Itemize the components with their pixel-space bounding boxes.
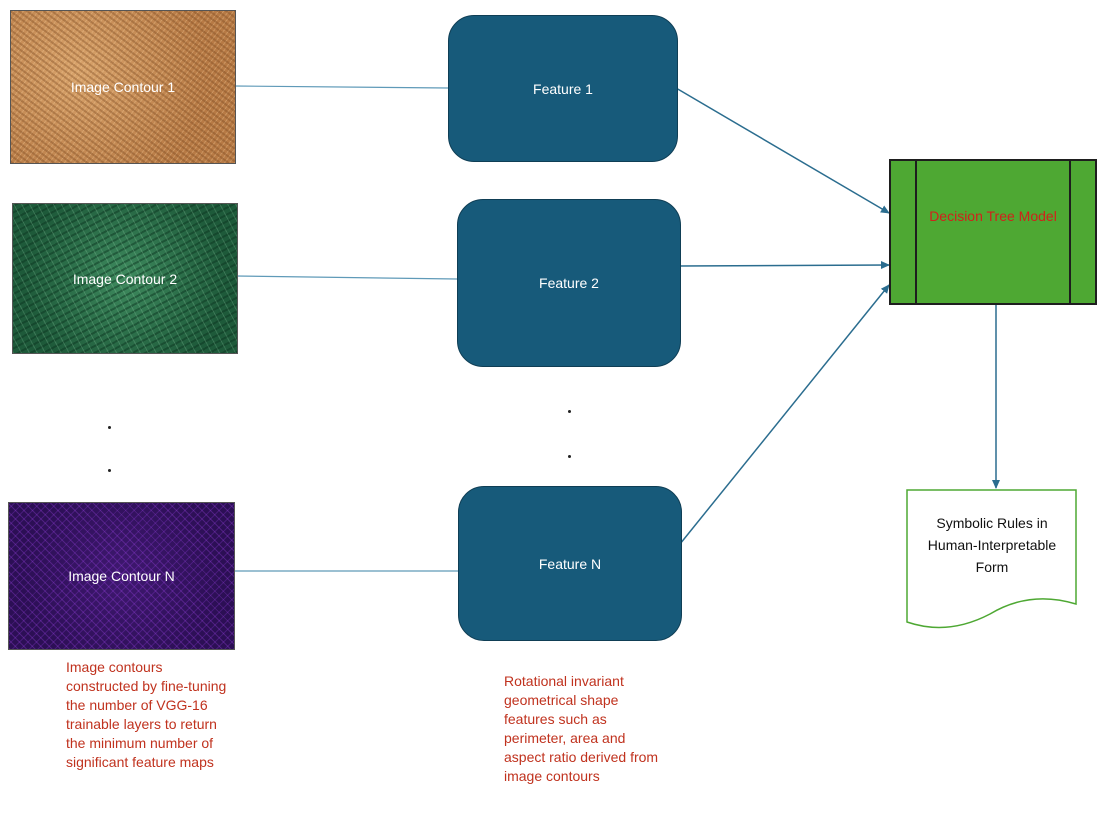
symbolic-rules-label: Symbolic Rules in Human-Interpretable Fo… <box>927 515 1057 575</box>
image-contour-2: Image Contour 2 <box>12 203 238 354</box>
contours-caption: Image contours constructed by fine-tunin… <box>66 659 227 770</box>
rules-document-shape <box>906 489 1077 629</box>
feature-ellipsis-dot-2 <box>568 455 571 458</box>
decision-tree-right-bar <box>1069 161 1071 303</box>
arrow-feature-n-to-model <box>679 284 890 545</box>
feature-1-label: Feature 1 <box>533 80 593 97</box>
connector-contour-1-to-feature-1 <box>233 85 449 89</box>
decision-tree-model-box: Decision Tree Model <box>889 159 1097 305</box>
feature-2-label: Feature 2 <box>539 275 599 291</box>
connector-contour-2-to-feature-2 <box>235 275 458 280</box>
contour-ellipsis-dot-2 <box>108 469 111 472</box>
image-contour-2-label: Image Contour 2 <box>72 270 178 287</box>
contour-ellipsis-dot-1 <box>108 426 111 429</box>
decision-tree-model-label: Decision Tree Model <box>929 208 1057 224</box>
image-contour-n-label: Image Contour N <box>68 568 175 584</box>
image-contour-1-label: Image Contour 1 <box>70 79 176 95</box>
feature-2-box: Feature 2 <box>457 199 681 367</box>
image-contour-1: Image Contour 1 <box>10 10 236 164</box>
arrow-feature-2-to-model <box>678 261 890 270</box>
image-contour-n: Image Contour N <box>8 502 235 650</box>
feature-n-box: Feature N <box>458 486 682 641</box>
feature-ellipsis-dot-1 <box>568 410 571 413</box>
arrow-feature-1-to-model <box>675 87 890 214</box>
decision-tree-left-bar <box>915 161 917 303</box>
feature-1-box: Feature 1 <box>448 15 678 162</box>
features-caption: Rotational invariant geometrical shape f… <box>504 673 659 784</box>
feature-n-label: Feature N <box>538 555 602 572</box>
